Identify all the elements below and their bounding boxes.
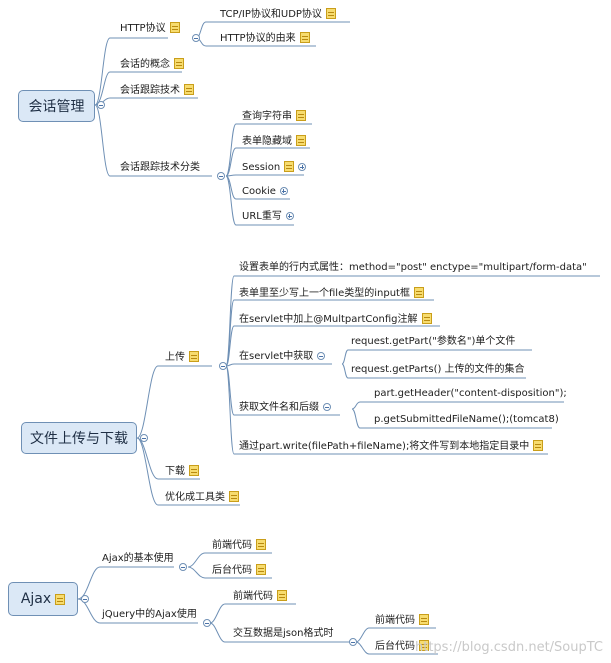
expand-icon[interactable] xyxy=(285,212,294,220)
note-icon[interactable] xyxy=(256,539,266,550)
node-json-back[interactable]: 后台代码 xyxy=(375,640,429,653)
root-session-label: 会话管理 xyxy=(28,99,85,115)
note-icon[interactable] xyxy=(413,287,424,298)
note-icon[interactable] xyxy=(189,351,199,362)
note-icon[interactable] xyxy=(419,614,429,625)
note-icon[interactable] xyxy=(284,161,295,172)
note-icon[interactable] xyxy=(169,22,180,33)
node-session-tracking[interactable]: 会话跟踪技术 xyxy=(120,84,194,97)
expand-icon[interactable] xyxy=(298,163,307,171)
collapse-icon[interactable] xyxy=(217,172,225,180)
note-icon[interactable] xyxy=(325,8,336,19)
collapse-icon[interactable] xyxy=(203,619,211,627)
collapse-icon[interactable] xyxy=(317,352,326,360)
note-icon[interactable] xyxy=(296,110,306,121)
node-form-attrs[interactable]: 设置表单的行内式属性：method="post" enctype="multip… xyxy=(239,262,587,273)
node-json-exchange[interactable]: 交互数据是json格式时 xyxy=(233,628,334,639)
note-icon[interactable] xyxy=(55,593,66,605)
watermark: https://blog.csdn.net/SoupTC xyxy=(414,640,603,655)
note-icon[interactable] xyxy=(299,32,310,43)
node-hidden-field[interactable]: 表单隐藏域 xyxy=(242,135,306,148)
node-get-parts[interactable]: request.getParts() 上传的文件的集合 xyxy=(351,364,525,375)
node-json-front[interactable]: 前端代码 xyxy=(375,614,429,627)
node-optimize-tool[interactable]: 优化成工具类 xyxy=(165,491,239,504)
node-multipart-annotation[interactable]: 在servlet中加上@MultpartConfig注解 xyxy=(239,313,432,326)
node-session-concept[interactable]: 会话的概念 xyxy=(120,58,184,71)
root-file-upload-download[interactable]: 文件上传与下载 xyxy=(21,422,137,454)
note-icon[interactable] xyxy=(421,313,432,324)
node-ajax-basic-back[interactable]: 后台代码 xyxy=(212,564,266,577)
note-icon[interactable] xyxy=(184,84,194,95)
note-icon[interactable] xyxy=(189,465,199,476)
node-get-header[interactable]: part.getHeader("content-disposition"); xyxy=(374,388,567,399)
collapse-icon[interactable] xyxy=(140,434,148,442)
node-ajax-basic[interactable]: Ajax的基本使用 xyxy=(102,553,174,564)
node-ajax-basic-front[interactable]: 前端代码 xyxy=(212,539,266,552)
node-submitted-filename[interactable]: p.getSubmittedFileName();(tomcat8) xyxy=(374,414,559,425)
node-http-origin[interactable]: HTTP协议的由来 xyxy=(220,32,310,45)
node-tcp-udp[interactable]: TCP/IP协议和UDP协议 xyxy=(220,8,336,21)
collapse-icon[interactable] xyxy=(192,34,200,42)
node-jquery-ajax[interactable]: jQuery中的Ajax使用 xyxy=(102,609,197,620)
collapse-icon[interactable] xyxy=(97,101,105,109)
node-url-rewrite[interactable]: URL重写 xyxy=(242,211,294,223)
node-part-write[interactable]: 通过part.write(filePath+fileName);将文件写到本地指… xyxy=(239,440,544,453)
root-ajax[interactable]: Ajax xyxy=(8,582,78,616)
node-get-in-servlet[interactable]: 在servlet中获取 xyxy=(239,351,326,363)
note-icon[interactable] xyxy=(296,135,306,146)
node-file-input[interactable]: 表单里至少写上一个file类型的input框 xyxy=(239,287,424,300)
note-icon[interactable] xyxy=(533,440,544,451)
collapse-icon[interactable] xyxy=(323,403,331,411)
node-tracking-category[interactable]: 会话跟踪技术分类 xyxy=(120,162,200,173)
node-session[interactable]: Session xyxy=(242,161,307,174)
node-upload[interactable]: 上传 xyxy=(165,351,199,364)
expand-icon[interactable] xyxy=(279,187,288,195)
collapse-icon[interactable] xyxy=(179,563,187,571)
node-download[interactable]: 下载 xyxy=(165,465,199,478)
root-upload-label: 文件上传与下载 xyxy=(30,431,128,447)
root-ajax-label: Ajax xyxy=(20,591,52,607)
node-http[interactable]: HTTP协议 xyxy=(120,22,180,35)
node-query-string[interactable]: 查询字符串 xyxy=(242,110,306,123)
node-get-filename[interactable]: 获取文件名和后缀 xyxy=(239,402,331,414)
note-icon[interactable] xyxy=(174,58,184,69)
collapse-icon[interactable] xyxy=(349,638,357,646)
note-icon[interactable] xyxy=(229,491,239,502)
node-jquery-front[interactable]: 前端代码 xyxy=(233,590,287,603)
root-session-management[interactable]: 会话管理 xyxy=(18,90,95,122)
note-icon[interactable] xyxy=(419,640,429,651)
node-get-part[interactable]: request.getPart("参数名")单个文件 xyxy=(351,336,516,347)
node-cookie[interactable]: Cookie xyxy=(242,186,288,198)
collapse-icon[interactable] xyxy=(81,595,89,603)
note-icon[interactable] xyxy=(277,590,287,601)
collapse-icon[interactable] xyxy=(219,362,227,370)
note-icon[interactable] xyxy=(256,564,266,575)
